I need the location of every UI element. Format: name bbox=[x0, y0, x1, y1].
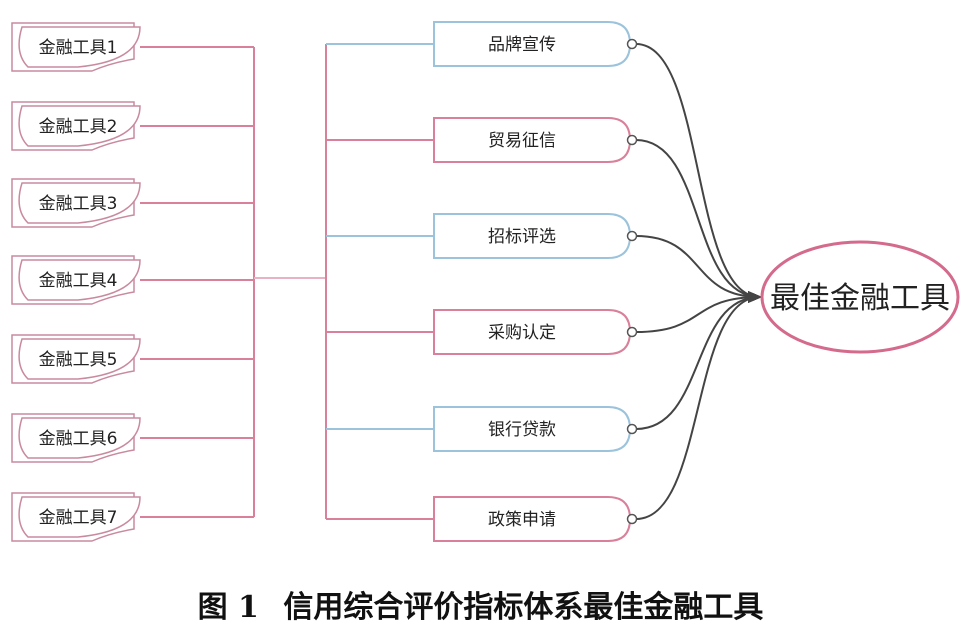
criteria-node-label: 贸易征信 bbox=[488, 131, 556, 151]
criteria-node-label: 品牌宣传 bbox=[488, 35, 556, 55]
tool-node: 金融工具3 bbox=[11, 178, 141, 228]
criteria-curve bbox=[635, 291, 762, 333]
criteria-node-label: 招标评选 bbox=[488, 227, 556, 247]
criteria-port bbox=[626, 326, 638, 338]
tool-node: 金融工具2 bbox=[11, 101, 141, 151]
target-node: 最佳金融工具 bbox=[760, 240, 960, 354]
criteria-node: 贸易征信 bbox=[433, 117, 638, 163]
target-ellipse bbox=[760, 240, 960, 354]
criteria-node: 政策申请 bbox=[433, 496, 638, 542]
criteria-node: 品牌宣传 bbox=[433, 21, 638, 67]
criteria-port bbox=[626, 134, 638, 146]
criteria-node-label: 采购认定 bbox=[488, 323, 556, 343]
target-label: 最佳金融工具 bbox=[770, 281, 950, 316]
tool-node: 金融工具4 bbox=[11, 255, 141, 305]
tool-node-leaf bbox=[18, 338, 141, 380]
tool-node-leaf bbox=[18, 417, 141, 459]
tool-node-label: 金融工具7 bbox=[39, 508, 118, 528]
criteria-port bbox=[626, 513, 638, 525]
tool-node-leaf bbox=[18, 496, 141, 538]
tool-node-leaf bbox=[18, 26, 141, 68]
figure-caption: 图 1 信用综合评价指标体系最佳金融工具 bbox=[0, 582, 961, 626]
tool-node-label: 金融工具1 bbox=[39, 38, 118, 58]
criteria-node: 采购认定 bbox=[433, 309, 638, 355]
tool-node-leaf bbox=[18, 182, 141, 224]
criteria-port bbox=[626, 38, 638, 50]
tool-node-label: 金融工具3 bbox=[39, 194, 118, 214]
tool-node-leaf bbox=[18, 105, 141, 147]
tool-node-label: 金融工具5 bbox=[39, 350, 118, 370]
tool-node-label: 金融工具2 bbox=[39, 117, 118, 137]
tool-node-leaf bbox=[18, 259, 141, 301]
tool-node: 金融工具7 bbox=[11, 492, 141, 542]
criteria-curve bbox=[635, 43, 762, 303]
tool-node: 金融工具5 bbox=[11, 334, 141, 384]
criteria-curve bbox=[635, 291, 762, 430]
connector-lines bbox=[140, 43, 434, 520]
figure-title: 信用综合评价指标体系最佳金融工具 bbox=[283, 590, 764, 625]
tool-nodes: 金融工具1 金融工具2 金融工具3 金融工具4 金融工具5 金融工具6 金融工具7 bbox=[11, 22, 141, 542]
tool-node: 金融工具1 bbox=[11, 22, 141, 72]
tool-node-label: 金融工具4 bbox=[39, 271, 118, 291]
criteria-port bbox=[626, 230, 638, 242]
connector-curves bbox=[635, 43, 762, 520]
criteria-diagram: 金融工具1 金融工具2 金融工具3 金融工具4 金融工具5 金融工具6 金融工具7 品牌宣传… bbox=[11, 21, 960, 542]
criteria-node-label: 银行贷款 bbox=[488, 420, 556, 440]
criteria-node: 银行贷款 bbox=[433, 406, 638, 452]
criteria-node: 招标评选 bbox=[433, 213, 638, 259]
tool-node-label: 金融工具6 bbox=[39, 429, 118, 449]
criteria-node-label: 政策申请 bbox=[488, 510, 556, 530]
criteria-curve bbox=[635, 235, 762, 303]
criteria-curve bbox=[635, 291, 762, 520]
tool-node: 金融工具6 bbox=[11, 413, 141, 463]
criteria-curve bbox=[635, 139, 762, 303]
criteria-port bbox=[626, 423, 638, 435]
figure-number: 图 1 bbox=[197, 590, 259, 625]
